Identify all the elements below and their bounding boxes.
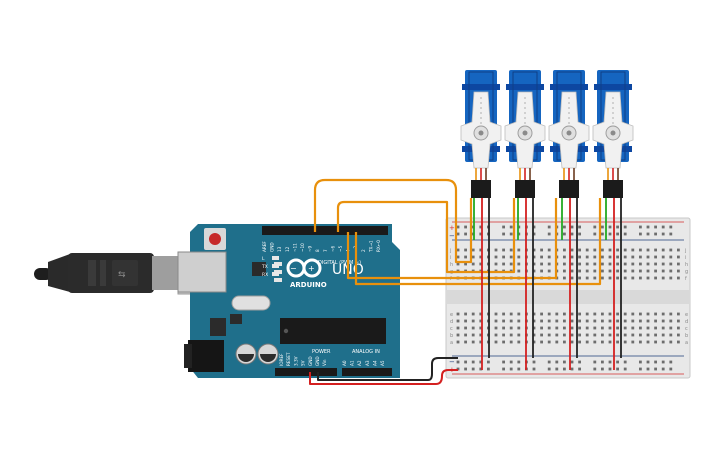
power-pin-label: Vin	[322, 359, 327, 366]
analog-pin-label: A0	[342, 360, 347, 366]
rail-plus-top: +	[449, 224, 455, 232]
digital-pin-label: 8	[315, 249, 320, 252]
row-letter: h	[450, 262, 453, 268]
arduino-logo: − +	[286, 258, 322, 278]
led-label: RX	[262, 272, 268, 278]
5v-wire[interactable]	[309, 369, 458, 385]
row-letter: c	[685, 326, 688, 332]
servo-connector[interactable]	[559, 180, 579, 198]
row-letter: i	[450, 255, 451, 261]
servo-motor-4[interactable]	[592, 70, 634, 370]
power-pin-label: GND	[315, 356, 320, 366]
analog-pin-label: A4	[372, 360, 377, 366]
row-letter: j	[684, 248, 686, 254]
digital-pin-label: 7	[323, 249, 328, 252]
row-letter: g	[685, 269, 688, 275]
board-brand: ARDUINO	[290, 281, 327, 289]
row-letter: b	[450, 333, 453, 339]
row-letter: b	[685, 333, 688, 339]
analog-pin-label: A1	[350, 360, 355, 366]
servo-connector[interactable]	[515, 180, 535, 198]
status-leds: L TX RX	[261, 256, 279, 278]
digital-label: DIGITAL (PWM ~)	[318, 260, 361, 266]
row-letter: d	[685, 319, 688, 325]
servo-motor-1[interactable]	[460, 70, 502, 370]
power-pin-label: 5V	[301, 360, 306, 366]
analog-header[interactable]	[342, 368, 392, 376]
gnd-wire[interactable]	[317, 357, 458, 381]
row-letter: e	[450, 312, 453, 318]
row-letter: a	[685, 340, 688, 346]
servo-connector[interactable]	[471, 180, 491, 198]
digital-pin-label: ~6	[330, 245, 335, 252]
servo-connector[interactable]	[603, 180, 623, 198]
rail-minus-top: −	[449, 232, 455, 240]
digital-pin-label: AREF	[262, 241, 267, 252]
power-pin-label: GND	[308, 356, 313, 366]
servo-motor-3[interactable]	[548, 70, 590, 370]
led-tx	[272, 264, 279, 268]
digital-pin-label: ~11	[292, 243, 297, 252]
rail-minus-bottom: −	[449, 358, 455, 366]
power-pin-label: 3.3V	[293, 356, 298, 366]
breadboard-holes	[456, 225, 680, 371]
digital-pin-label: ~5	[338, 245, 343, 252]
digital-pin-label: 2	[361, 249, 366, 252]
svg-text:+: +	[308, 264, 315, 273]
analog-pin-label: A5	[380, 360, 385, 366]
power-label: POWER	[312, 349, 331, 355]
power-wires[interactable]	[309, 357, 458, 385]
led-l	[272, 256, 279, 260]
signal-wires[interactable]	[313, 178, 602, 286]
digital-pin-label: ~10	[300, 243, 305, 252]
digital-pin-label: 13	[277, 246, 282, 252]
row-letter: d	[450, 319, 453, 325]
svg-text:⇆: ⇆	[118, 270, 126, 280]
led-label: L	[262, 256, 265, 262]
digital-pin-label: ~9	[308, 245, 313, 252]
row-letter: j	[449, 248, 451, 254]
power-pin-label: RESET	[286, 352, 291, 366]
row-letter: f	[685, 276, 687, 282]
row-letter: c	[450, 326, 453, 332]
analog-pin-label: A3	[365, 360, 370, 366]
digital-pin-label: GND	[270, 242, 275, 252]
power-pin-label: IOREF	[279, 353, 284, 366]
row-letter: a	[450, 340, 453, 346]
led-label: TX	[261, 264, 268, 270]
analog-pin-label: A2	[357, 360, 362, 366]
power-header[interactable]	[275, 368, 337, 376]
servo-motor-2[interactable]	[504, 70, 546, 370]
row-letter: i	[685, 255, 686, 261]
digital-pin-label: RX←0	[376, 240, 381, 252]
row-letter: e	[685, 312, 688, 318]
servo-group	[460, 70, 634, 370]
row-letter: h	[685, 262, 688, 268]
digital-pin-label: TX→1	[368, 240, 373, 253]
digital-pin-label: 12	[285, 246, 290, 252]
analog-label: ANALOG IN	[352, 349, 380, 355]
svg-text:−: −	[290, 264, 297, 273]
led-rx	[272, 272, 279, 276]
digital-header[interactable]	[262, 226, 388, 235]
